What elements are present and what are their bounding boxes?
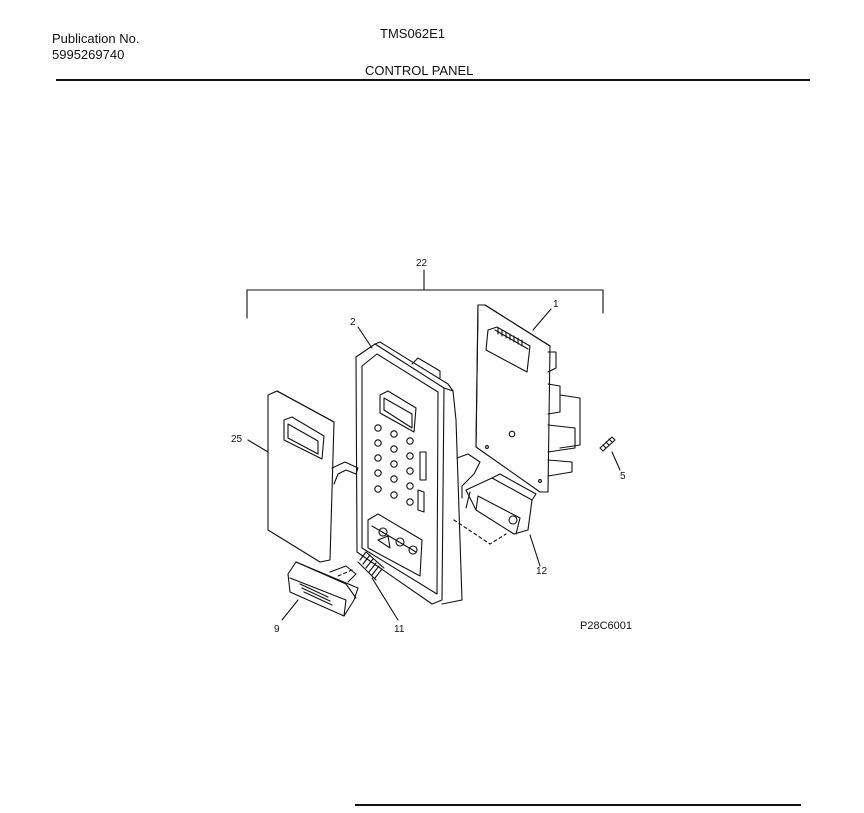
latch-part: [453, 453, 541, 567]
callout-control-frame: 2: [350, 317, 356, 328]
door-button-part: [281, 561, 359, 621]
callout-circuit-board: 1: [553, 299, 559, 310]
callout-assembly: 22: [416, 258, 428, 269]
assembly-bracket: [246, 269, 604, 319]
control-frame-part: [355, 341, 463, 605]
header-rule: [56, 79, 810, 81]
callout-spring: 11: [394, 624, 405, 635]
model-number: TMS062E1: [380, 26, 446, 41]
keypad-overlay-part: [267, 390, 359, 563]
footer-rule: [355, 804, 801, 806]
spring-part: [337, 551, 399, 621]
drawing-id: P28C6001: [580, 620, 632, 632]
callout-keypad-overlay: 25: [231, 434, 243, 445]
callout-door-button: 9: [274, 624, 280, 635]
callout-screw: 5: [620, 471, 626, 482]
publication-label: Publication No.: [52, 31, 140, 46]
publication-number: 5995269740: [52, 47, 125, 62]
section-title: CONTROL PANEL: [365, 63, 474, 78]
screw-part: [599, 436, 621, 471]
callout-latch: 12: [536, 566, 548, 577]
circuit-board-part: [475, 304, 581, 493]
